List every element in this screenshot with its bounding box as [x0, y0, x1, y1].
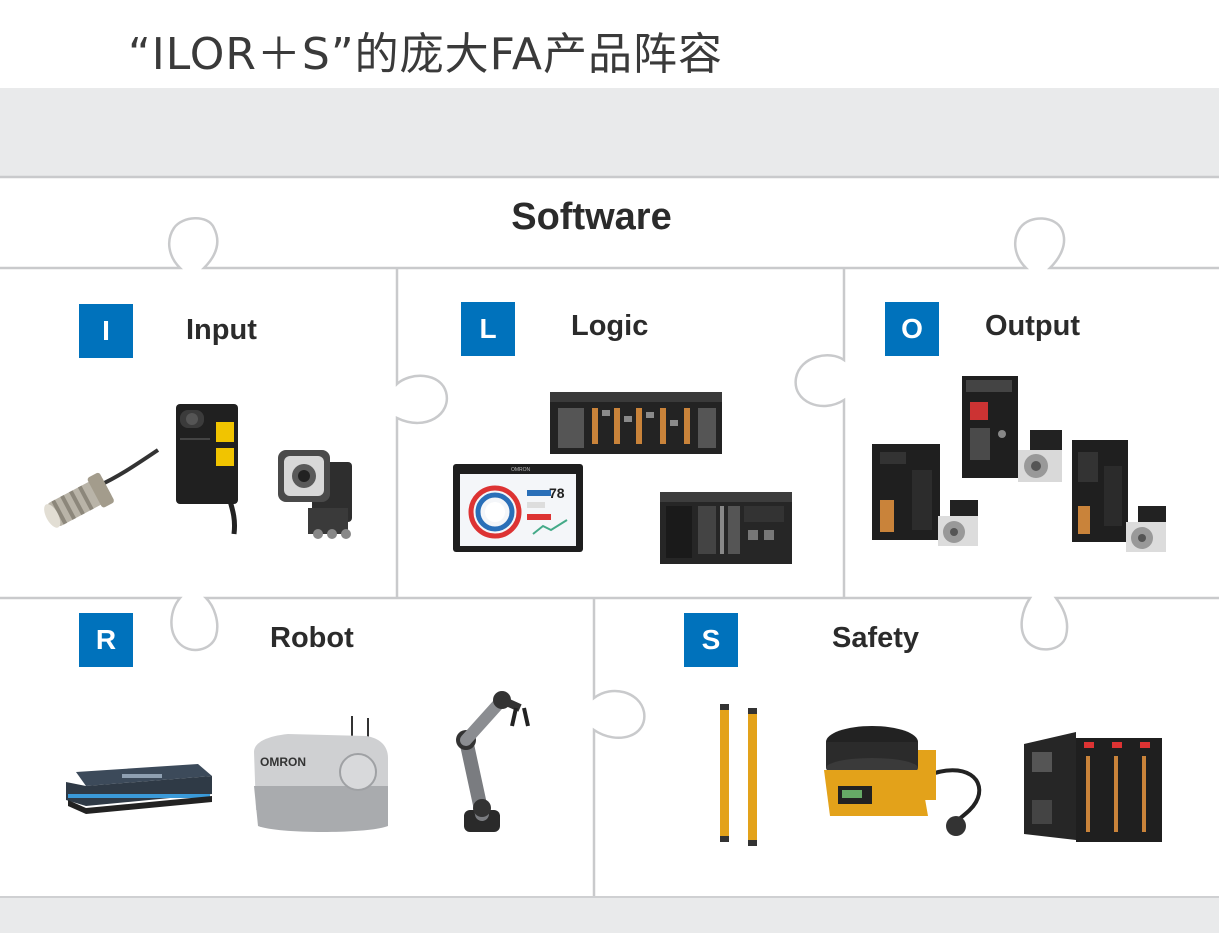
divider-robot-safety: [592, 598, 646, 896]
servo-motor-icon: [1126, 506, 1166, 552]
divider-input-logic: [395, 268, 449, 598]
hmi-brand: OMRON: [511, 467, 531, 473]
divider-logic-output: [794, 268, 846, 598]
autonomous-mobile-robot-icon: OMRON: [254, 716, 388, 832]
proximity-sensor-icon: [44, 448, 160, 528]
plc-rack-icon: [550, 392, 722, 454]
hmi-touch-panel-icon: OMRON 78: [453, 464, 583, 552]
hmi-gauge-value: 78: [549, 485, 565, 501]
output-badge: O: [885, 302, 939, 356]
controller-unit-icon: [660, 492, 792, 564]
safety-light-curtain-icon: [720, 704, 757, 846]
amr-brand: OMRON: [260, 755, 306, 769]
servo-drive-icon: [1072, 440, 1128, 542]
safety-controller-icon: [1024, 732, 1162, 842]
mobile-robot-platform-icon: [66, 764, 212, 814]
safety-laser-scanner-icon: [824, 726, 982, 836]
input-badge: I: [79, 304, 133, 358]
top-band: [0, 88, 1219, 176]
page-title: “ILOR＋S”的庞大FA产品阵容: [128, 29, 724, 80]
robot-badge: R: [79, 613, 133, 667]
vision-camera-icon: [278, 450, 352, 539]
robot-title: Robot: [270, 622, 354, 654]
servo-motor-icon: [1018, 430, 1062, 482]
photoelectric-sensor-icon: [176, 404, 238, 535]
servo-drive-icon: [872, 444, 940, 540]
input-title: Input: [186, 314, 257, 346]
servo-motor-icon: [938, 500, 978, 546]
safety-title: Safety: [832, 622, 920, 654]
servo-drive-icon: [962, 376, 1018, 478]
collaborative-robot-arm-icon: [456, 691, 530, 832]
logic-title: Logic: [571, 310, 649, 342]
middle-edge: [0, 596, 1219, 652]
logic-badge: L: [461, 302, 515, 356]
safety-badge: S: [684, 613, 738, 667]
output-title: Output: [985, 310, 1081, 342]
software-title: Software: [511, 196, 672, 238]
bottom-band: [0, 896, 1219, 933]
software-bottom-edge: [0, 217, 1219, 270]
